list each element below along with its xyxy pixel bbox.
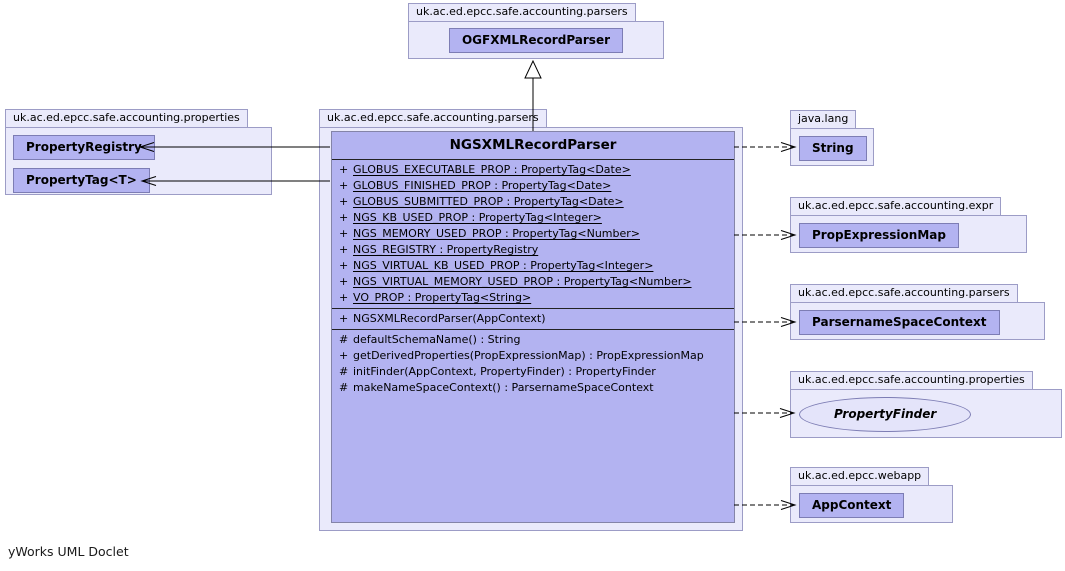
dependency-parsernamespacecontext-arrow	[734, 317, 797, 327]
class-title: NGSXMLRecordParser	[332, 132, 734, 160]
class-ngsxmlrecordparser[interactable]: NGSXMLRecordParser +GLOBUS_EXECUTABLE_PR…	[331, 131, 735, 523]
class-member: +GLOBUS_SUBMITTED_PROP : PropertyTag<Dat…	[339, 195, 624, 208]
class-appcontext[interactable]: AppContext	[799, 493, 905, 518]
package-name: uk.ac.ed.epcc.webapp	[790, 467, 930, 486]
package-name: uk.ac.ed.epcc.safe.accounting.parsers	[408, 3, 636, 22]
package-body: ParsernameSpaceContext	[790, 302, 1045, 340]
package-properties-right: uk.ac.ed.epcc.safe.accounting.properties…	[790, 371, 1062, 438]
class-member: +NGSXMLRecordParser(AppContext)	[339, 312, 546, 325]
package-expr: uk.ac.ed.epcc.safe.accounting.expr PropE…	[790, 197, 1027, 253]
class-member: #initFinder(AppContext, PropertyFinder) …	[339, 365, 656, 378]
package-body: PropertyFinder	[790, 389, 1062, 438]
class-member: +NGS_KB_USED_PROP : PropertyTag<Integer>	[339, 211, 602, 224]
class-propexpressionmap[interactable]: PropExpressionMap	[799, 223, 959, 248]
package-body: OGFXMLRecordParser	[408, 21, 664, 59]
class-member: #makeNameSpaceContext() : ParsernameSpac…	[339, 381, 654, 394]
package-body: AppContext	[790, 485, 953, 523]
package-name: uk.ac.ed.epcc.safe.accounting.parsers	[319, 109, 547, 128]
class-member: +VO_PROP : PropertyTag<String>	[339, 291, 532, 304]
doclet-credit: yWorks UML Doclet	[8, 544, 129, 559]
package-body: String	[790, 128, 874, 166]
methods-compartment: #defaultSchemaName() : String +getDerived…	[332, 329, 734, 522]
class-ogfxmlrecordparser[interactable]: OGFXMLRecordParser	[448, 28, 624, 53]
class-member: +NGS_REGISTRY : PropertyRegistry	[339, 243, 539, 256]
class-member: +getDerivedProperties(PropExpressionMap)…	[339, 349, 704, 362]
class-propertytag[interactable]: PropertyTag<T>	[13, 168, 150, 193]
package-body: PropertyRegistry PropertyTag<T>	[5, 127, 272, 195]
package-main: uk.ac.ed.epcc.safe.accounting.parsers NG…	[319, 109, 743, 531]
package-superclass: uk.ac.ed.epcc.safe.accounting.parsers OG…	[408, 3, 664, 59]
class-member: +GLOBUS_EXECUTABLE_PROP : PropertyTag<Da…	[339, 163, 631, 176]
dependency-propexpressionmap-arrow	[734, 230, 797, 240]
class-parsernamespacecontext[interactable]: ParsernameSpaceContext	[799, 310, 1000, 335]
package-name: uk.ac.ed.epcc.safe.accounting.expr	[790, 197, 1002, 216]
dependency-string-arrow	[734, 142, 797, 152]
dependency-appcontext-arrow	[734, 500, 797, 510]
package-name: uk.ac.ed.epcc.safe.accounting.parsers	[790, 284, 1018, 303]
interface-propertyfinder[interactable]: PropertyFinder	[799, 397, 972, 432]
package-body: NGSXMLRecordParser +GLOBUS_EXECUTABLE_PR…	[319, 127, 743, 531]
package-properties: uk.ac.ed.epcc.safe.accounting.properties…	[5, 109, 272, 195]
package-parsers-right: uk.ac.ed.epcc.safe.accounting.parsers Pa…	[790, 284, 1045, 340]
dependency-propertyfinder-arrow	[734, 408, 796, 418]
package-javalang: java.lang String	[790, 110, 874, 166]
package-name: java.lang	[790, 110, 857, 129]
package-body: PropExpressionMap	[790, 215, 1027, 253]
package-name: uk.ac.ed.epcc.safe.accounting.properties	[5, 109, 248, 128]
class-propertyregistry[interactable]: PropertyRegistry	[13, 135, 155, 160]
class-member: +GLOBUS_FINISHED_PROP : PropertyTag<Date…	[339, 179, 612, 192]
package-name: uk.ac.ed.epcc.safe.accounting.properties	[790, 371, 1033, 390]
package-webapp: uk.ac.ed.epcc.webapp AppContext	[790, 467, 953, 523]
class-member: +NGS_VIRTUAL_MEMORY_USED_PROP : Property…	[339, 275, 692, 288]
fields-compartment: +GLOBUS_EXECUTABLE_PROP : PropertyTag<Da…	[332, 160, 734, 308]
class-member: #defaultSchemaName() : String	[339, 333, 521, 346]
class-member: +NGS_VIRTUAL_KB_USED_PROP : PropertyTag<…	[339, 259, 654, 272]
constructors-compartment: +NGSXMLRecordParser(AppContext)	[332, 308, 734, 329]
class-member: +NGS_MEMORY_USED_PROP : PropertyTag<Numb…	[339, 227, 640, 240]
class-string[interactable]: String	[799, 136, 867, 161]
